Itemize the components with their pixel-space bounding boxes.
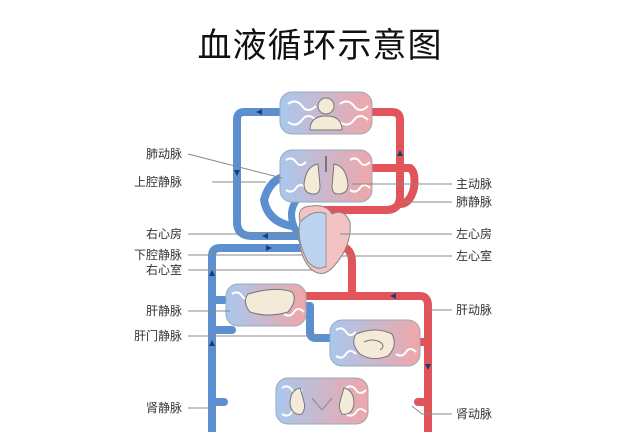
label-hepatic-artery: 肝动脉 bbox=[456, 303, 493, 317]
label-hepatic-portal-vein: 肝门静脉 bbox=[133, 329, 182, 343]
flow-arrows bbox=[209, 109, 431, 370]
heart-organ-icon bbox=[298, 205, 351, 274]
leader-lines bbox=[187, 153, 452, 415]
label-right-atrium: 右心房 bbox=[145, 227, 182, 241]
label-pulmonary-vein: 肺静脉 bbox=[456, 195, 493, 209]
label-left-ventricle: 左心室 bbox=[456, 249, 493, 263]
lungs-organ-icon bbox=[303, 156, 349, 195]
kidneys-organ-icon bbox=[289, 387, 355, 415]
label-right-ventricle: 右心室 bbox=[145, 263, 182, 277]
lungs-capillary-bed bbox=[279, 149, 373, 203]
label-hepatic-vein: 肝静脉 bbox=[145, 304, 182, 318]
head-organ-icon bbox=[309, 97, 343, 131]
liver-organ-icon bbox=[244, 288, 295, 316]
label-aorta: 主动脉 bbox=[456, 177, 493, 191]
diagram-title: 血液循环示意图 bbox=[197, 26, 443, 66]
label-superior-vena-cava: 上腔静脉 bbox=[133, 175, 182, 189]
label-inferior-vena-cava: 下腔静脉 bbox=[133, 248, 182, 262]
label-renal-vein: 肾静脉 bbox=[145, 401, 182, 415]
label-renal-artery: 肾动脉 bbox=[456, 407, 493, 421]
stomach-intestine-organ-icon bbox=[353, 329, 395, 360]
label-left-atrium: 左心房 bbox=[456, 227, 493, 241]
label-pulmonary-artery: 肺动脉 bbox=[145, 147, 182, 161]
